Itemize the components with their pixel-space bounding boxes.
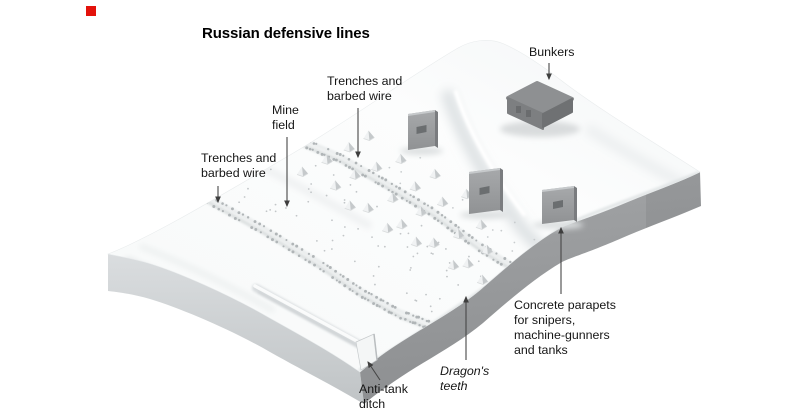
dragons-teeth-pyramids (296, 130, 494, 285)
label-mine-field: Mine field (272, 103, 299, 132)
label-bunkers: Bunkers (529, 45, 575, 59)
label-concrete-parapets: Concrete parapets for snipers, machine-g… (514, 298, 616, 357)
anti-tank-ditch (252, 284, 378, 371)
anti-tank-ditch-arrow (367, 361, 381, 381)
label-trenches-top: Trenches and barbed wire (327, 74, 403, 103)
barbed-wire-dots (201, 137, 529, 330)
brand-mark (86, 6, 96, 16)
label-trenches-left: Trenches and barbed wire (201, 151, 277, 180)
fortification-structures (399, 81, 584, 229)
label-anti-tank-ditch: Anti-tank ditch (359, 382, 408, 411)
leader-arrows (215, 63, 564, 381)
page-title: Russian defensive lines (202, 25, 370, 42)
label-dragons-teeth: Dragon's teeth (440, 364, 490, 393)
